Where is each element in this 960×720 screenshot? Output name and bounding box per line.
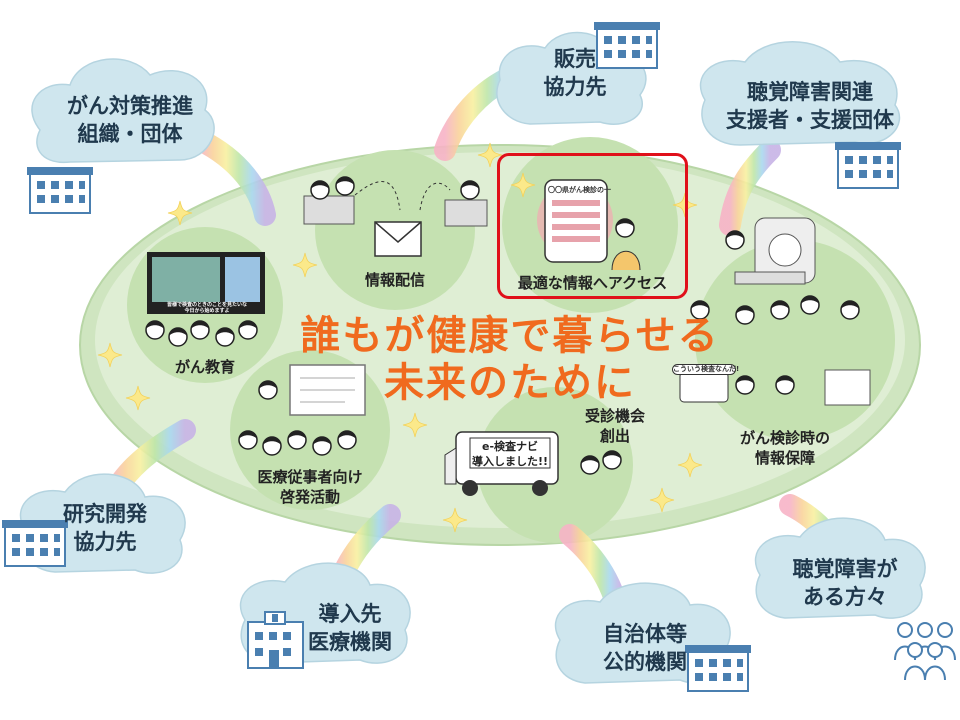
stakeholder-sales: 販売 協力先 <box>543 47 607 100</box>
truck-sign: e-検査ナビ 導入しました!! <box>471 440 549 468</box>
activity-info-assurance: がん検診時の 情報保障 <box>739 429 830 468</box>
info-delivery-illustration <box>303 176 488 257</box>
activity-exam-opportunity: 受診機会 創出 <box>584 407 645 446</box>
info-assurance-illustration <box>679 217 871 406</box>
main-title-line2: 未来のために <box>384 360 636 406</box>
cancer-education-illustration <box>145 252 265 347</box>
video-caption: 皆様で検査のときのことを見たいな 今日から始めますよ <box>166 302 247 314</box>
activity-medical-staff: 医療従事者向け 啓発活動 <box>257 468 363 507</box>
stakeholder-research: 研究開発 協力先 <box>63 502 147 555</box>
truck-icon <box>444 431 559 496</box>
activity-best-access: 最適な情報へアクセス <box>517 274 668 292</box>
stakeholder-hospital: 導入先 医療機関 <box>308 602 392 655</box>
medical-staff-illustration <box>238 364 366 456</box>
envelope-icon <box>374 221 422 257</box>
activity-cancer-education: がん教育 <box>174 358 235 376</box>
smartphone-icon <box>544 179 608 263</box>
stakeholder-municipality: 自治体等 公的機関 <box>603 622 687 675</box>
activity-info-delivery: 情報配信 <box>364 271 425 289</box>
people-group-icon <box>894 622 956 681</box>
stakeholder-cancer-org: がん対策推進 組織・団体 <box>67 94 193 147</box>
main-title-line1: 誰もが健康で暮らせる <box>300 313 720 359</box>
phone-header: 〇〇県がん検診の一 <box>548 186 611 194</box>
tablet-bubble: こういう検査なんだ! <box>672 364 739 376</box>
best-access-illustration <box>537 179 641 271</box>
best-access-highlight <box>497 153 688 299</box>
stakeholder-hearing-impaired: 聴覚障害が ある方々 <box>792 557 898 610</box>
hospital-icon <box>247 611 304 669</box>
stakeholder-hearing-support: 聴覚障害関連 支援者・支援団体 <box>726 80 894 133</box>
